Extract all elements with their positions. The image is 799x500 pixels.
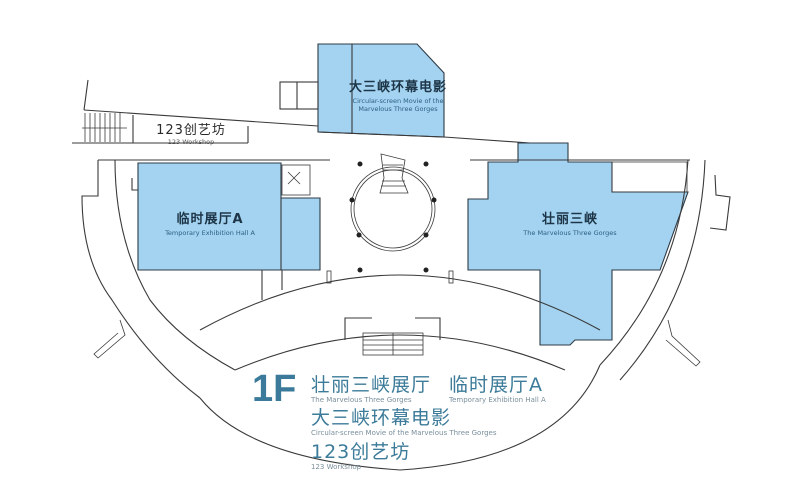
three-gorges-hall-area[interactable]: [467, 142, 689, 346]
hall-a-label-en: Temporary Exhibition Hall A: [165, 229, 255, 237]
legend-hall-a-zh: 临时展厅A: [449, 374, 543, 396]
legend-three-gorges: 壮丽三峡展厅 The Marvelous Three Gorges: [311, 370, 431, 404]
legend-cinema: 大三峡环幕电影 Circular-screen Movie of the Mar…: [311, 403, 496, 437]
three-gorges-label: 壮丽三峡 The Marvelous Three Gorges: [510, 208, 630, 237]
cinema-label-en-2: Marvelous Three Gorges: [358, 105, 438, 113]
workshop-label-en: 123 Workshop: [167, 138, 215, 146]
three-gorges-label-zh: 壮丽三峡: [541, 212, 598, 227]
hall-a-label-zh: 临时展厅A: [176, 212, 244, 227]
legend-workshop-zh: 123创艺坊: [311, 441, 411, 463]
workshop-label-zh: 123创艺坊: [156, 123, 226, 138]
legend-workshop-en: 123 Workshop: [311, 463, 362, 471]
temporary-hall-a-area[interactable]: [137, 162, 321, 271]
legend-cinema-zh: 大三峡环幕电影: [311, 407, 452, 429]
three-gorges-label-en: The Marvelous Three Gorges: [523, 229, 617, 237]
legend-three-gorges-zh: 壮丽三峡展厅: [311, 374, 432, 396]
hall-a-label: 临时展厅A Temporary Exhibition Hall A: [150, 208, 270, 237]
cinema-label-zh: 大三峡环幕电影: [348, 80, 447, 95]
cinema-hall-area[interactable]: [317, 43, 445, 138]
cinema-label: 大三峡环幕电影 Circular-screen Movie of the Mar…: [338, 76, 458, 113]
legend-cinema-en: Circular-screen Movie of the Marvelous T…: [311, 429, 497, 437]
legend-hall-a-en: Temporary Exhibition Hall A: [449, 396, 546, 404]
legend-workshop: 123创艺坊 123 Workshop: [311, 437, 410, 471]
workshop-label: 123创艺坊 123 Workshop: [136, 119, 246, 146]
cinema-label-en-1: Circular-screen Movie of the: [352, 97, 444, 105]
floor-number: 1F: [252, 368, 297, 410]
legend-hall-a: 临时展厅A Temporary Exhibition Hall A: [449, 370, 546, 404]
legend-three-gorges-en: The Marvelous Three Gorges: [311, 396, 412, 404]
